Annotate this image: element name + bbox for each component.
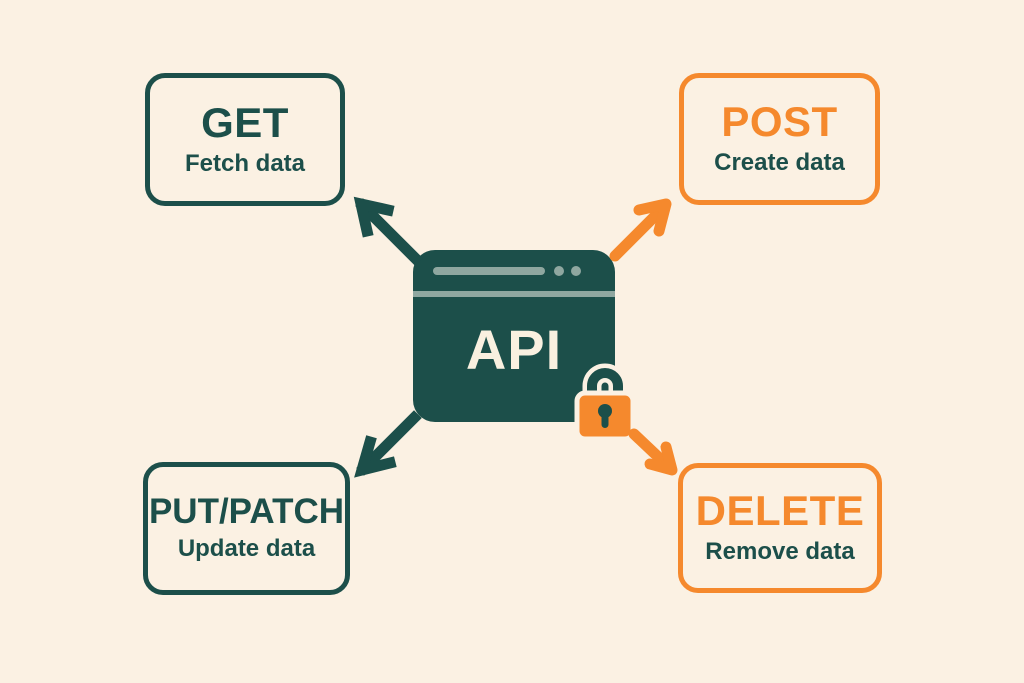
- arrow-put-patch-icon: [354, 410, 422, 478]
- browser-window-icon: API: [413, 250, 615, 422]
- method-description-delete: Remove data: [705, 538, 855, 566]
- arrow-get-icon: [353, 196, 423, 266]
- browser-dot-icon: [554, 266, 564, 276]
- method-description-post: Create data: [714, 149, 845, 177]
- method-label-put-patch: PUT/PATCH: [148, 492, 345, 532]
- method-box-post: POST Create data: [679, 73, 880, 205]
- arrow-post-icon: [609, 198, 672, 262]
- method-box-put-patch: PUT/PATCH Update data: [143, 462, 350, 595]
- method-box-get: GET Fetch data: [145, 73, 345, 206]
- arrow-delete-icon: [628, 428, 678, 476]
- method-description-get: Fetch data: [184, 149, 306, 177]
- method-box-delete: DELETE Remove data: [678, 463, 882, 593]
- method-label-post: POST: [721, 98, 838, 146]
- method-label-get: GET: [201, 98, 289, 146]
- address-bar-line: [433, 267, 545, 275]
- method-description-put-patch: Update data: [177, 535, 316, 563]
- browser-dot-icon: [571, 266, 581, 276]
- lock-icon: [574, 363, 636, 442]
- api-label: API: [465, 318, 563, 381]
- browser-divider: [413, 291, 615, 297]
- method-label-delete: DELETE: [695, 487, 865, 535]
